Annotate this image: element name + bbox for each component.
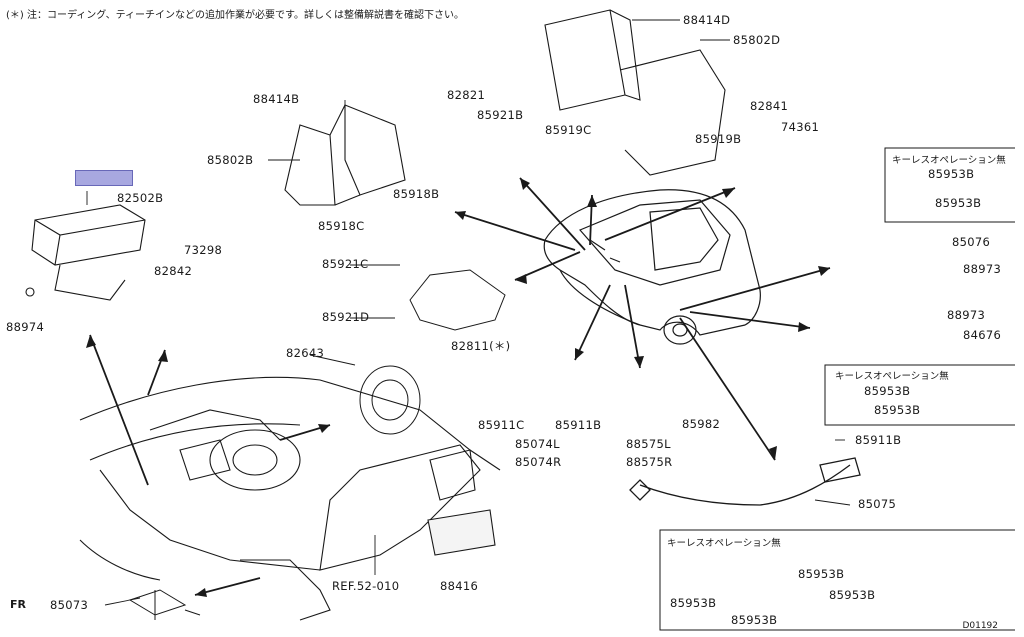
part-label: 82841 <box>750 99 789 113</box>
part-label: 82643 <box>286 346 325 360</box>
part-label: 85802D <box>733 33 781 47</box>
part-label: 88974 <box>6 320 45 334</box>
part-label: 85918B <box>393 187 440 201</box>
console-outline <box>319 444 496 571</box>
keyless-part-label: 85953B <box>829 588 876 602</box>
part-label: 85802B <box>207 153 254 167</box>
part-label: 85074R <box>515 455 562 469</box>
vehicle-outline <box>543 189 761 345</box>
part-label: 85076 <box>952 235 991 249</box>
part-label: 88575L <box>626 437 671 451</box>
label-leaders <box>86 19 851 606</box>
diagram-code: D01192 <box>962 621 998 631</box>
keyless-box-header: キーレスオペレーション無 <box>892 155 1006 166</box>
antenna-85073 <box>128 589 201 620</box>
part-label: 84676 <box>963 328 1002 342</box>
part-label: 88973 <box>963 262 1002 276</box>
part-label: 85073 <box>50 598 89 612</box>
part-label: 85911B <box>555 418 602 432</box>
part-label: 88416 <box>440 579 479 593</box>
part-label: 88575R <box>626 455 673 469</box>
part-label: 85911B <box>855 433 902 447</box>
part-label: 85921B <box>477 108 524 122</box>
keyless-box-header: キーレスオペレーション無 <box>667 538 781 549</box>
part-label: 82811(＊) <box>451 339 511 353</box>
part-label: 85921C <box>322 257 369 271</box>
service-note: (＊) 注：コーディング、ティーチインなどの追加作業が必要です。詳しくは整備解説… <box>6 10 464 21</box>
keyless-part-label: 85953B <box>935 196 982 210</box>
keyless-box-header: キーレスオペレーション無 <box>835 371 949 382</box>
part-label: 88414D <box>683 13 731 27</box>
part-label: 85074L <box>515 437 560 451</box>
part-label: 82502B <box>117 191 164 205</box>
keyless-part-label: 85953B <box>874 403 921 417</box>
bracket-82811 <box>409 269 506 331</box>
part-label: 85075 <box>858 497 897 511</box>
part-label: 73298 <box>184 243 223 257</box>
controller-88414d <box>544 9 726 176</box>
part-label: 88973 <box>947 308 986 322</box>
part-label: 85918C <box>318 219 365 233</box>
keyless-part-label: 85953B <box>864 384 911 398</box>
dashboard-outline <box>79 376 501 621</box>
keyless-box-frames <box>659 147 1015 631</box>
clock-spring-82643 <box>359 365 421 435</box>
keyless-part-label: 85953B <box>798 567 845 581</box>
ecu-82502b <box>25 204 146 301</box>
part-label: 74361 <box>781 120 820 134</box>
front-direction-marker: FR <box>10 598 26 611</box>
arrow-heads <box>86 178 830 597</box>
keyless-part-label: 85953B <box>928 167 975 181</box>
highlighted-part-marker <box>75 170 133 186</box>
harness-85075 <box>629 457 861 506</box>
keyless-part-label: 85953B <box>731 613 778 627</box>
keyless-part-label: 85953B <box>670 596 717 610</box>
part-label: 82842 <box>154 264 193 278</box>
controller-88414b <box>284 104 406 206</box>
part-label: REF.52-010 <box>332 579 400 593</box>
part-label: 85921D <box>322 310 370 324</box>
part-label: 88414B <box>253 92 300 106</box>
part-label: 82821 <box>447 88 486 102</box>
part-label: 85919B <box>695 132 742 146</box>
part-label: 85911C <box>478 418 525 432</box>
part-label: 85919C <box>545 123 592 137</box>
part-label: 85982 <box>682 417 721 431</box>
